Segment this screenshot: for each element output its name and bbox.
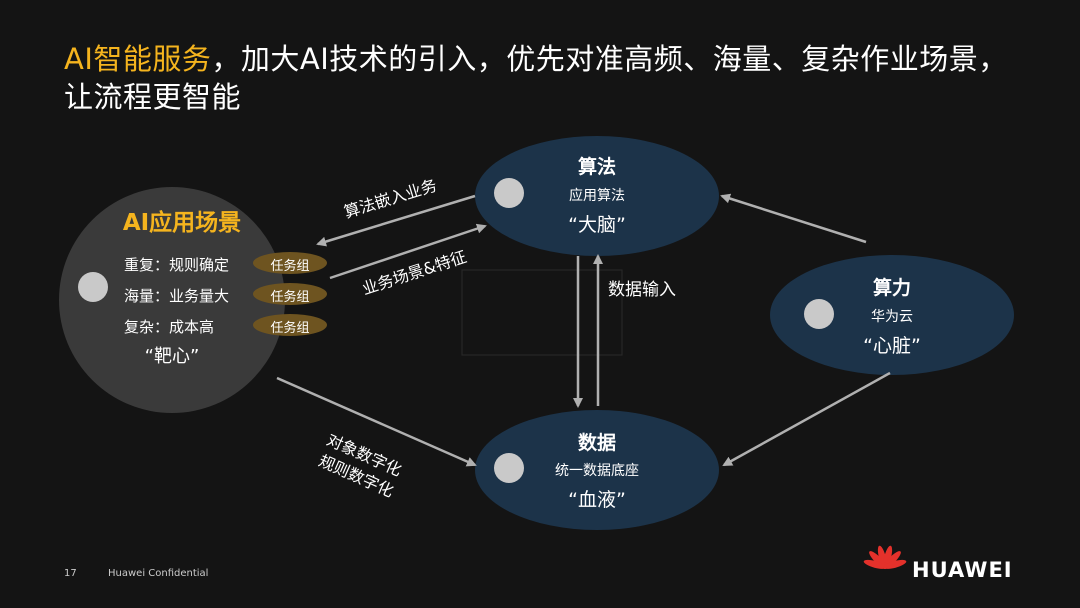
arrow-scene-to-algo [329, 223, 487, 280]
task-tag-3: 任务组 [270, 321, 310, 336]
arrow-compute-to-algo [720, 193, 867, 244]
arrow-compute-to-data [722, 371, 891, 467]
ai-scene-bullet [78, 272, 108, 302]
edge-label-scene-to-algo: 业务场景&特征 [360, 247, 469, 299]
ai-scene-title: AI应用场景 [122, 210, 242, 236]
compute-title: 算力 [872, 277, 911, 299]
edge-label-data-to-algo: 数据输入 [608, 280, 676, 300]
ai-scene-item-3: 复杂：成本高 [124, 318, 215, 336]
task-tag-1: 任务组 [270, 259, 310, 274]
title-rest: ，加大AI技术的引入，优先对准高频、海量、复杂作业场景， [211, 42, 1008, 76]
page-number: 17 [64, 568, 77, 579]
algorithm-subtitle: 应用算法 [569, 188, 625, 204]
arrow-scene-to-data [276, 376, 477, 467]
huawei-logo-icon [863, 545, 907, 569]
data-subtitle: 统一数据底座 [555, 463, 639, 479]
algorithm-node [475, 136, 719, 256]
ai-scene-item-1: 重复：规则确定 [124, 256, 230, 274]
compute-subtitle: 华为云 [871, 309, 913, 325]
task-tag-bg-2 [253, 283, 327, 305]
ai-scene-item-2: 海量：业务量大 [124, 287, 230, 305]
title-highlight: AI智能服务 [64, 42, 212, 76]
algorithm-bullet [494, 178, 524, 208]
data-bullet [494, 453, 524, 483]
algorithm-title: 算法 [577, 156, 616, 178]
algorithm-nickname: “大脑” [568, 214, 626, 236]
compute-nickname: “心脏” [863, 335, 921, 357]
data-node [475, 410, 719, 530]
arrow-algo-to-scene [316, 194, 476, 247]
compute-bullet [804, 299, 834, 329]
brand-wordmark: HUAWEI [912, 558, 1013, 582]
edge-label-algo-to-scene: 算法嵌入业务 [342, 176, 439, 222]
watermark-box [461, 269, 623, 356]
data-title: 数据 [577, 432, 616, 454]
compute-node [770, 255, 1014, 375]
task-tag-2: 任务组 [270, 290, 310, 305]
task-tag-bg-1 [253, 252, 327, 274]
title-line2: 让流程更智能 [64, 80, 242, 114]
ai-scene-nickname: “靶心” [144, 346, 200, 367]
data-nickname: “血液” [568, 489, 626, 511]
slide-title: AI智能服务，加大AI技术的引入，优先对准高频、海量、复杂作业场景， 让流程更智… [64, 40, 1054, 116]
task-tag-bg-3 [253, 314, 327, 336]
ai-scene-node [59, 187, 285, 413]
confidentiality-label: Huawei Confidential [108, 568, 209, 579]
